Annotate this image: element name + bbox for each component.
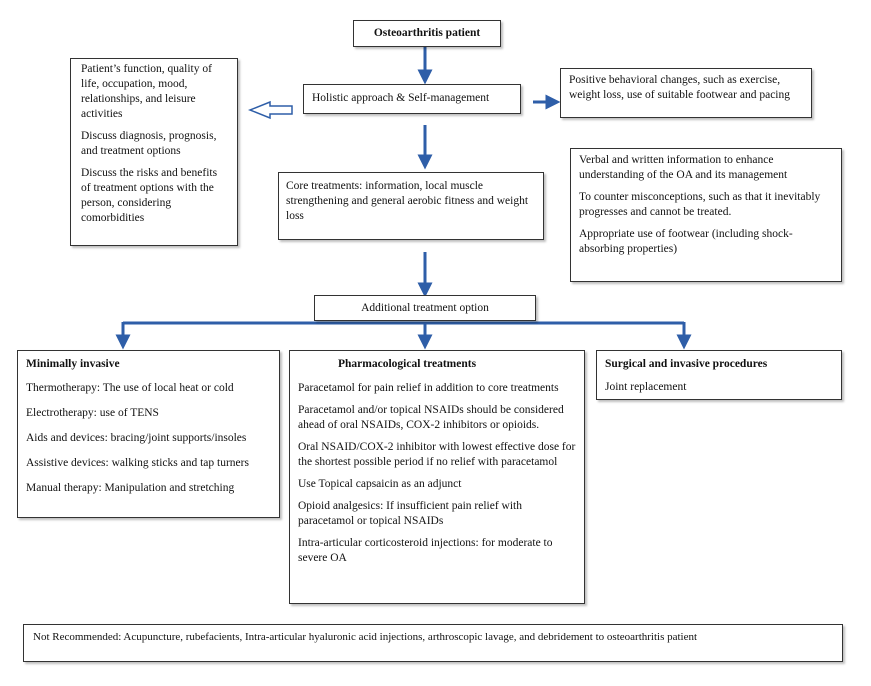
root-label: Osteoarthritis patient xyxy=(373,27,481,39)
minimal-item: Thermotherapy: The use of local heat or … xyxy=(26,382,234,394)
pharmacological-title: Pharmacological treatments xyxy=(338,358,477,370)
left-item: Discuss diagnosis, prognosis, and treatm… xyxy=(81,130,217,157)
minimal-item: Aids and devices: bracing/joint supports… xyxy=(26,432,247,444)
information-item: Verbal and written information to enhanc… xyxy=(579,154,788,181)
pharma-item: Paracetamol for pain relief in addition … xyxy=(298,382,559,394)
behavioral-changes-box: Positive behavioral changes, such as exe… xyxy=(560,68,812,118)
core-treatments-text: Core treatments: information, local musc… xyxy=(286,180,529,222)
surgical-item: Joint replacement xyxy=(605,381,687,393)
additional-treatment-label: Additional treatment option xyxy=(361,302,489,314)
left-item: Discuss the risks and benefits of treatm… xyxy=(81,167,218,224)
pharma-item: Intra-articular corticosteroid injection… xyxy=(298,537,553,564)
behavioral-changes-text: Positive behavioral changes, such as exe… xyxy=(569,74,790,101)
pharma-item: Oral NSAID/COX-2 inhibitor with lowest e… xyxy=(298,441,576,468)
information-box: Verbal and written information to enhanc… xyxy=(570,148,842,282)
minimal-item: Manual therapy: Manipulation and stretch… xyxy=(26,482,235,494)
pharmacological-box: Pharmacological treatments Paracetamol f… xyxy=(289,350,585,604)
pharma-item: Opioid analgesics: If insufficient pain … xyxy=(298,500,522,527)
not-recommended-box: Not Recommended: Acupuncture, rubefacien… xyxy=(23,624,843,662)
minimally-invasive-title: Minimally invasive xyxy=(26,358,120,370)
left-item: Patient’s function, quality of life, occ… xyxy=(81,63,212,120)
holistic-box: Holistic approach & Self-management xyxy=(303,84,521,114)
root-box: Osteoarthritis patient xyxy=(353,20,501,47)
minimal-item: Electrotherapy: use of TENS xyxy=(26,407,159,419)
holistic-label: Holistic approach & Self-management xyxy=(312,92,490,104)
surgical-title: Surgical and invasive procedures xyxy=(605,358,768,370)
pharma-item: Use Topical capsaicin as an adjunct xyxy=(298,478,462,490)
surgical-box: Surgical and invasive procedures Joint r… xyxy=(596,350,842,400)
core-treatments-box: Core treatments: information, local musc… xyxy=(278,172,544,240)
arrow-holistic-to-left xyxy=(247,100,293,120)
pharma-item: Paracetamol and/or topical NSAIDs should… xyxy=(298,404,564,431)
information-item: To counter misconceptions, such as that … xyxy=(579,191,821,218)
information-item: Appropriate use of footwear (including s… xyxy=(579,228,793,255)
not-recommended-text: Not Recommended: Acupuncture, rubefacien… xyxy=(33,631,698,643)
additional-treatment-box: Additional treatment option xyxy=(314,295,536,321)
left-considerations-box: Patient’s function, quality of life, occ… xyxy=(70,58,238,246)
minimally-invasive-box: Minimally invasive Thermotherapy: The us… xyxy=(17,350,280,518)
minimal-item: Assistive devices: walking sticks and ta… xyxy=(26,457,249,469)
